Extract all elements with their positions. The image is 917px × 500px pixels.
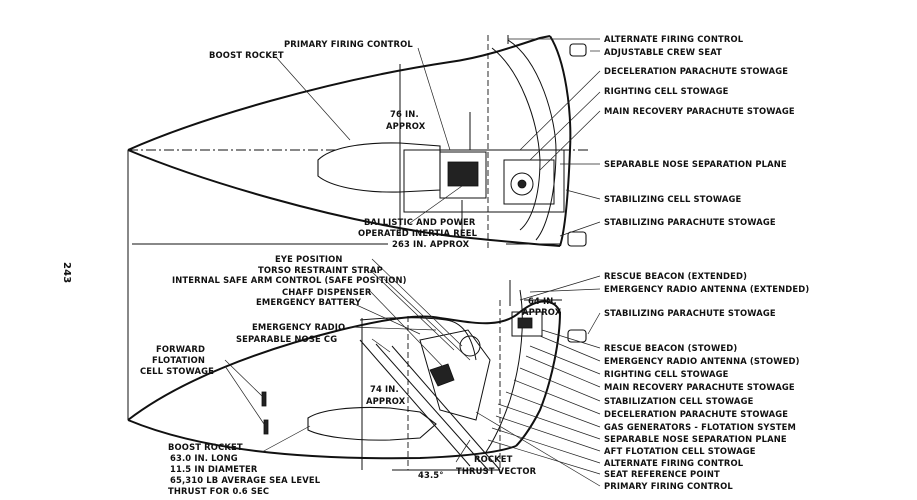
label-dim-64-2: APPROX (522, 307, 562, 317)
label-dim-76-1: 76 IN. (390, 109, 419, 119)
label-stabilizing-cell-top: STABILIZING CELL STOWAGE (604, 194, 742, 204)
label-internal-safe-arm: INTERNAL SAFE ARM CONTROL (SAFE POSITION… (172, 275, 407, 285)
side-boost-rocket (307, 406, 437, 441)
label-boost-1: BOOST ROCKET (168, 442, 243, 452)
label-dim-74-1: 74 IN. (370, 384, 399, 394)
top-view (127, 35, 601, 420)
label-seat-reference: SEAT REFERENCE POINT (604, 469, 720, 479)
side-aft-bulkhead (515, 311, 561, 447)
label-separable-nose-cg: SEPARABLE NOSE CG (236, 334, 337, 344)
label-alternate-firing-control-top: ALTERNATE FIRING CONTROL (604, 34, 744, 44)
label-rescue-beacon-stowed: RESCUE BEACON (STOWED) (604, 343, 737, 353)
top-nose-outline-lower (127, 149, 561, 247)
label-forward-3: CELL STOWAGE (140, 366, 214, 376)
label-alternate-firing-side: ALTERNATE FIRING CONTROL (604, 458, 744, 468)
label-righting-cell-side: RIGHTING CELL STOWAGE (604, 369, 729, 379)
label-boost-rocket-top: BOOST ROCKET (209, 50, 284, 60)
label-primary-firing-control-top: PRIMARY FIRING CONTROL (284, 39, 413, 49)
label-boost-5: THRUST FOR 0.6 SEC (168, 486, 269, 496)
label-dim-263: 263 IN. APPROX (392, 239, 470, 249)
label-eye-position: EYE POSITION (275, 254, 343, 264)
top-nose-outline (127, 35, 551, 151)
label-main-recovery-side: MAIN RECOVERY PARACHUTE STOWAGE (604, 382, 795, 392)
label-forward-1: FORWARD (156, 344, 205, 354)
label-primary-firing-side: PRIMARY FIRING CONTROL (604, 481, 733, 491)
label-stabilizing-parachute-side: STABILIZING PARACHUTE STOWAGE (604, 308, 776, 318)
label-rescue-beacon-extended: RESCUE BEACON (EXTENDED) (604, 271, 747, 281)
label-separable-nose-plane-side: SEPARABLE NOSE SEPARATION PLANE (604, 434, 787, 444)
label-main-recovery-top: MAIN RECOVERY PARACHUTE STOWAGE (604, 106, 795, 116)
label-radio-antenna-stowed: EMERGENCY RADIO ANTENNA (STOWED) (604, 356, 800, 366)
label-adjustable-crew-seat: ADJUSTABLE CREW SEAT (604, 47, 722, 57)
label-dim-74-2: APPROX (366, 396, 406, 406)
side-nose-outline (127, 300, 561, 421)
label-boost-4: 65,310 LB AVERAGE SEA LEVEL (170, 475, 321, 485)
label-thrust-1: ROCKET (474, 454, 513, 464)
label-emergency-radio: EMERGENCY RADIO (252, 322, 345, 332)
label-torso-strap: TORSO RESTRAINT STRAP (258, 265, 383, 275)
label-forward-2: FLOTATION (152, 355, 205, 365)
top-aft-bulkhead (549, 35, 572, 247)
label-dim-76-2: APPROX (386, 121, 426, 131)
label-emergency-battery: EMERGENCY BATTERY (256, 297, 362, 307)
label-deceleration-parachute-top: DECELERATION PARACHUTE STOWAGE (604, 66, 788, 76)
label-deceleration-side: DECELERATION PARACHUTE STOWAGE (604, 409, 788, 419)
label-dim-64-1: 64 IN. (528, 296, 557, 306)
label-gas-generators: GAS GENERATORS - FLOTATION SYSTEM (604, 422, 796, 432)
label-chaff-dispenser: CHAFF DISPENSER (282, 287, 372, 297)
label-ballistic-reel-2: OPERATED INERTIA REEL (358, 228, 478, 238)
label-angle: 43.5° (418, 470, 444, 480)
label-boost-2: 63.0 IN. LONG (170, 453, 238, 463)
page-number: 243 (61, 262, 72, 283)
label-boost-3: 11.5 IN DIAMETER (170, 464, 258, 474)
label-radio-antenna-extended: EMERGENCY RADIO ANTENNA (EXTENDED) (604, 284, 809, 294)
label-aft-flotation: AFT FLOTATION CELL STOWAGE (604, 446, 756, 456)
label-thrust-2: THRUST VECTOR (456, 466, 537, 476)
label-stabilization-cell: STABILIZATION CELL STOWAGE (604, 396, 754, 406)
label-stabilizing-parachute-top: STABILIZING PARACHUTE STOWAGE (604, 217, 776, 227)
label-separable-nose-plane-top: SEPARABLE NOSE SEPARATION PLANE (604, 159, 787, 169)
side-view (127, 258, 601, 487)
label-ballistic-reel-1: BALLISTIC AND POWER (364, 217, 476, 227)
label-righting-cell-top: RIGHTING CELL STOWAGE (604, 86, 729, 96)
